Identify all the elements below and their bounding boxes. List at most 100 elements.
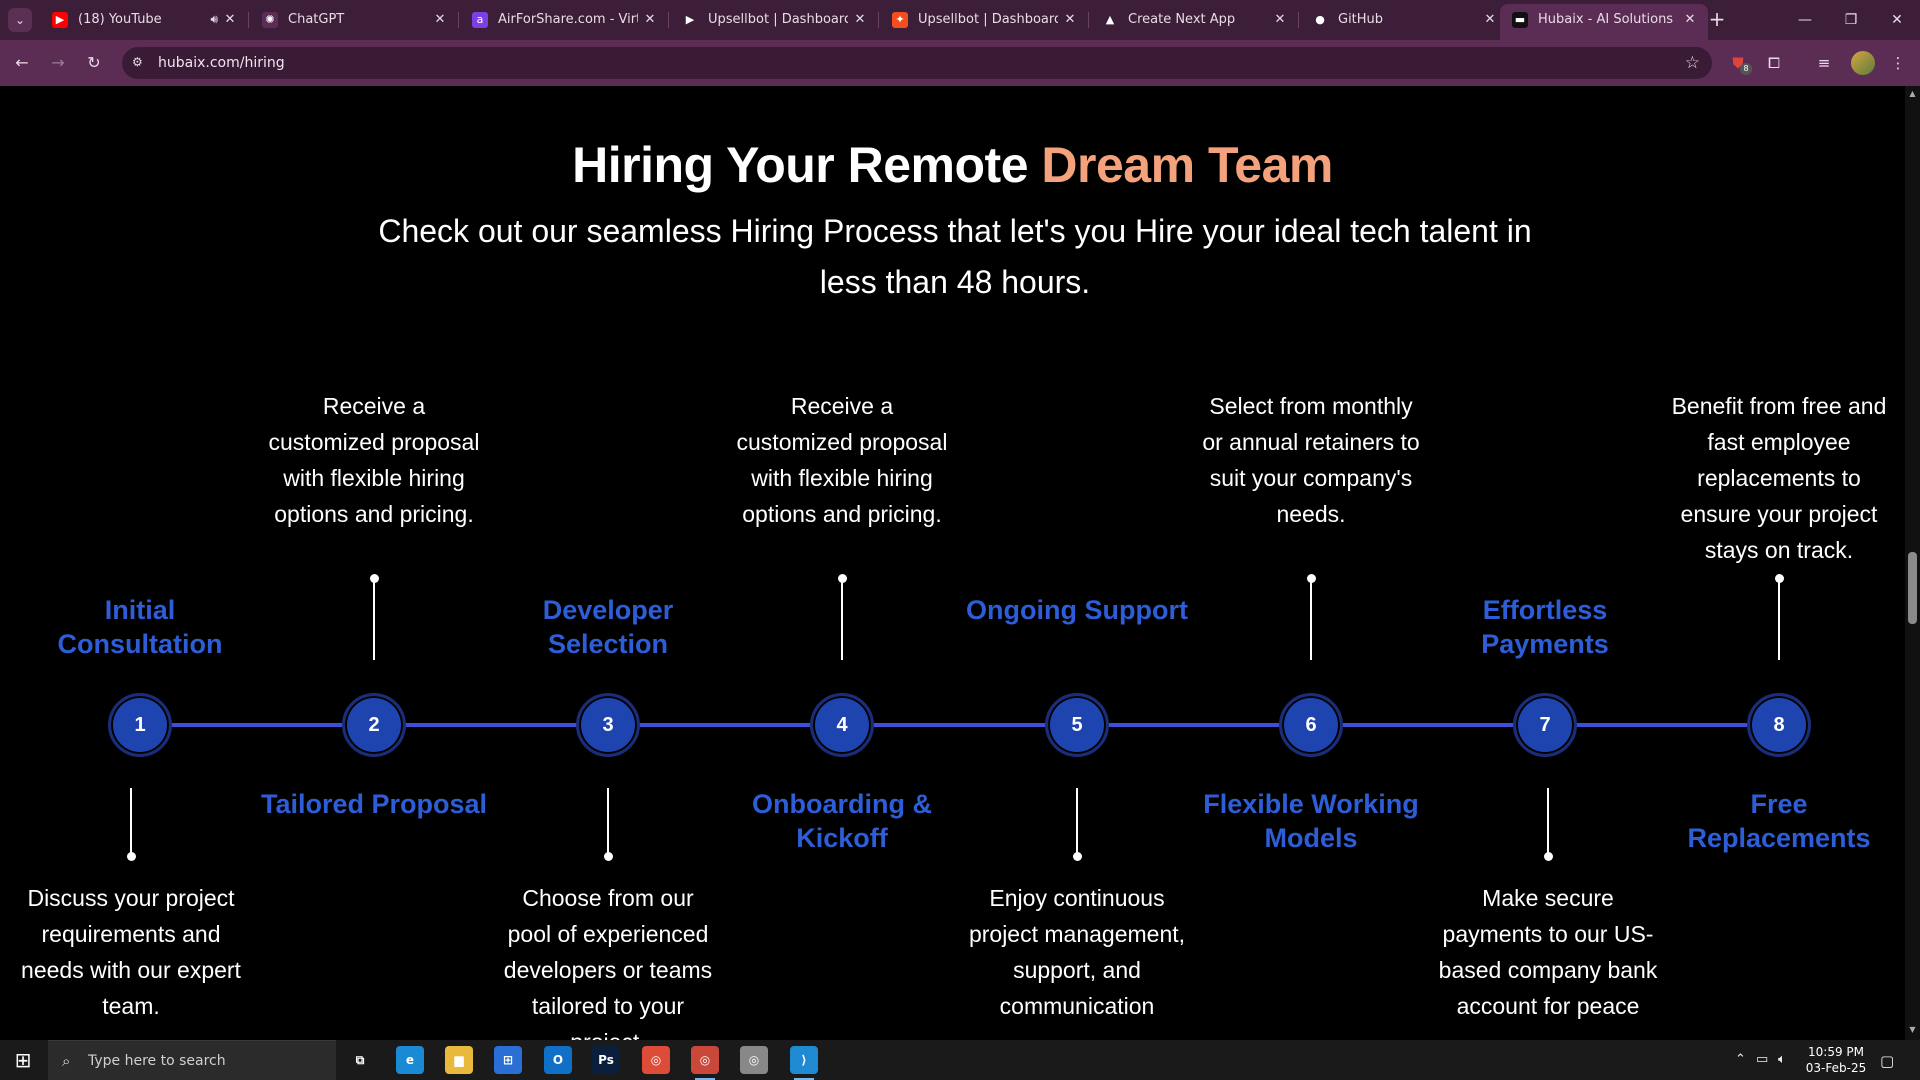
page-content: Hiring Your Remote Dream Team Check out … — [0, 86, 1905, 1040]
site-settings-icon[interactable]: ⚙ — [132, 55, 143, 69]
arrow-left-icon: ← — [15, 53, 29, 72]
step-connector — [130, 788, 132, 854]
back-button[interactable]: ← — [10, 51, 34, 75]
step-title: Tailored Proposal — [260, 789, 488, 819]
page-subtitle: Check out our seamless Hiring Process th… — [378, 213, 1532, 300]
taskbar-chrome-profile-icon[interactable]: ◎ — [691, 1046, 719, 1080]
tab-audio-icon[interactable]: 🔊︎ — [210, 12, 218, 26]
browser-tab[interactable]: ▲Create Next App✕ — [1090, 4, 1299, 36]
step-description: Discuss your project requirements and ne… — [21, 885, 241, 1019]
scroll-up-icon[interactable]: ▲ — [1909, 89, 1916, 98]
search-icon: ⌕ — [62, 1052, 71, 1070]
taskbar-file-explorer-icon[interactable]: ▆ — [445, 1046, 473, 1074]
browser-tab[interactable]: a AirForShare.com - Virtual ✕ — [460, 4, 669, 36]
tab-separator — [668, 12, 669, 28]
clock-date: 03-Feb-25 — [1805, 1061, 1867, 1075]
taskbar-outlook-icon[interactable]: O — [544, 1046, 572, 1074]
tab-title: GitHub — [1338, 12, 1384, 27]
close-window-button[interactable]: ✕ — [1874, 0, 1920, 40]
taskbar-search[interactable]: ⌕ Type here to search — [48, 1040, 336, 1080]
scroll-down-icon[interactable]: ▼ — [1909, 1025, 1916, 1034]
playlist-icon: ≡ — [1817, 54, 1831, 72]
browser-menu-button[interactable]: ⋮ — [1886, 51, 1910, 75]
extensions-button[interactable]: ⧠ — [1762, 51, 1786, 75]
tab-close-icon[interactable]: ✕ — [1684, 12, 1696, 27]
tab-close-icon[interactable]: ✕ — [224, 12, 236, 27]
taskbar-edge-icon[interactable]: e — [396, 1046, 424, 1074]
profile-avatar[interactable] — [1851, 51, 1875, 75]
taskbar-chrome-icon[interactable]: ◎ — [642, 1046, 670, 1074]
extension-button[interactable]: ⛊ 8 — [1726, 51, 1752, 75]
step-number: 4 — [836, 714, 848, 736]
restore-icon: ❐ — [1844, 12, 1858, 28]
scrollbar-thumb[interactable] — [1908, 552, 1917, 624]
taskbar-task-view-icon[interactable]: ⧉ — [355, 1053, 365, 1067]
browser-tab[interactable]: ▶Upsellbot | Dashboard✕ — [670, 4, 879, 36]
timeline-line — [140, 723, 1779, 727]
taskbar-photoshop-icon[interactable]: Ps — [592, 1046, 620, 1074]
taskbar-vscode-icon[interactable]: ⟩ — [790, 1046, 818, 1080]
tab-favicon-icon: a — [472, 12, 488, 28]
arrow-right-icon: → — [51, 53, 65, 72]
step-connector — [1778, 578, 1780, 660]
chevron-down-icon: ⌄ — [14, 13, 26, 27]
step-title: Initial Consultation — [57, 595, 223, 659]
tab-title: Create Next App — [1128, 12, 1236, 27]
step-number: 3 — [602, 714, 614, 736]
forward-button[interactable]: → — [46, 51, 70, 75]
title-main: Hiring Your Remote — [572, 137, 1042, 193]
address-bar[interactable]: ⚙ hubaix.com/hiring ☆ — [122, 47, 1712, 79]
tab-search-button[interactable]: ⌄ — [8, 8, 32, 32]
browser-toolbar: ← → ↻ ⚙ hubaix.com/hiring ☆ ⛊ 8 ⧠ ≡ ⋮ — [0, 40, 1920, 86]
reload-button[interactable]: ↻ — [82, 51, 106, 75]
kebab-menu-icon: ⋮ — [1890, 54, 1906, 72]
step-connector — [841, 578, 843, 660]
step-title: Free Replacements — [1687, 789, 1871, 853]
plus-icon: + — [1708, 7, 1726, 31]
start-button[interactable]: ⊞ — [0, 1040, 46, 1080]
tab-close-icon[interactable]: ✕ — [1274, 12, 1286, 27]
extension-badge: 8 — [1740, 63, 1752, 75]
tab-close-icon[interactable]: ✕ — [644, 12, 656, 27]
taskbar-chrome-alt-icon[interactable]: ◎ — [740, 1046, 768, 1074]
step-number: 5 — [1071, 714, 1083, 736]
new-tab-button[interactable]: + — [1705, 8, 1729, 32]
step-connector — [607, 788, 609, 854]
step-circle: 4 — [810, 693, 874, 757]
tab-title: (18) YouTube — [78, 12, 162, 27]
minimize-button[interactable]: — — [1782, 0, 1828, 40]
browser-tab[interactable]: ▬Hubaix - AI Solutions✕ — [1500, 4, 1708, 40]
browser-tab[interactable]: ✺ChatGPT✕ — [250, 4, 459, 36]
media-controls-button[interactable]: ≡ — [1812, 51, 1836, 75]
step-connector-dot — [127, 852, 136, 861]
url-text: hubaix.com/hiring — [158, 55, 285, 71]
browser-tab[interactable]: ▶(18) YouTube🔊︎✕ — [40, 4, 249, 36]
step-title: Ongoing Support — [966, 595, 1188, 625]
taskbar-clock[interactable]: 10:59 PM 03-Feb-25 — [1800, 1044, 1872, 1076]
tab-close-icon[interactable]: ✕ — [434, 12, 446, 27]
title-accent: Dream Team — [1041, 137, 1333, 193]
step-description: Receive a customized proposal with flexi… — [268, 393, 480, 527]
puzzle-icon: ⧠ — [1767, 54, 1780, 72]
tab-separator — [248, 12, 249, 28]
tab-title: AirForShare.com - Virtual — [498, 12, 638, 27]
taskbar-microsoft-store-icon[interactable]: ⊞ — [494, 1046, 522, 1074]
tray-chevron-icon[interactable]: ⌃ — [1735, 1052, 1746, 1067]
browser-tab[interactable]: ●GitHub✕ — [1300, 4, 1509, 36]
page-scrollbar[interactable]: ▲ ▼ — [1905, 86, 1920, 1040]
tab-separator — [1088, 12, 1089, 28]
volume-icon[interactable]: 🔈︎ — [1778, 1052, 1786, 1067]
tab-close-icon[interactable]: ✕ — [854, 12, 866, 27]
network-icon[interactable]: ▭ — [1756, 1052, 1769, 1067]
step-circle: 7 — [1513, 693, 1577, 757]
browser-tab[interactable]: ✦Upsellbot | Dashboard – F✕ — [880, 4, 1089, 36]
notifications-icon[interactable]: ▢ — [1880, 1052, 1895, 1070]
step-circle: 6 — [1279, 693, 1343, 757]
tab-close-icon[interactable]: ✕ — [1064, 12, 1076, 27]
bookmark-star-icon[interactable]: ☆ — [1684, 53, 1700, 73]
tab-close-icon[interactable]: ✕ — [1484, 12, 1496, 27]
restore-button[interactable]: ❐ — [1828, 0, 1874, 40]
tab-favicon-icon: ✦ — [892, 12, 908, 28]
